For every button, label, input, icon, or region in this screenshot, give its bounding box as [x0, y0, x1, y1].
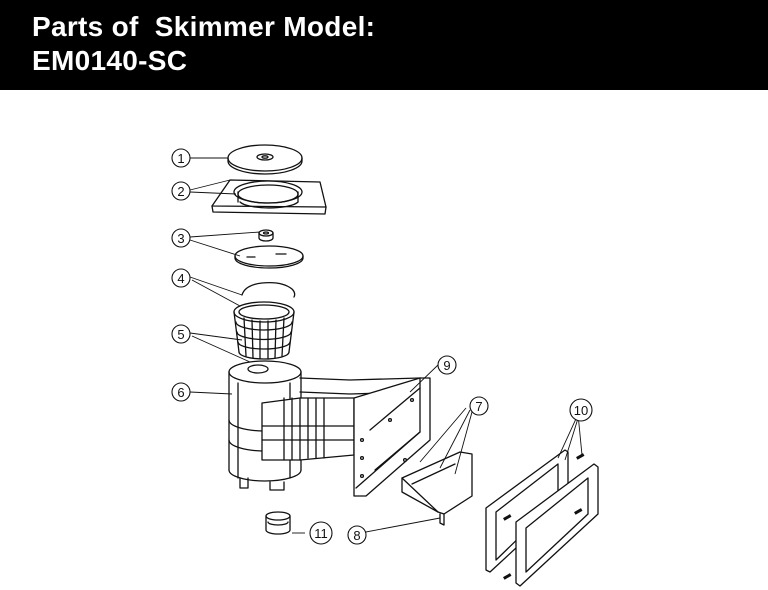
- callout-6: 6: [177, 385, 184, 400]
- callout-2-circle: [171, 181, 191, 201]
- callouts: [171, 148, 593, 545]
- callout-7-circle: [469, 396, 489, 416]
- part-weir: [401, 451, 473, 526]
- callout-9: 9: [443, 358, 450, 373]
- page-title: Parts of Skimmer Model:: [32, 11, 376, 42]
- model-number: EM0140-SC: [32, 45, 188, 76]
- callout-4: 4: [177, 271, 184, 286]
- part-collar: [211, 179, 327, 215]
- callout-9-circle: [437, 355, 457, 375]
- header-bar: Parts of Skimmer Model: EM0140-SC: [0, 0, 768, 90]
- callout-8-circle: [347, 525, 367, 545]
- part-valve: [234, 229, 304, 269]
- callout-3: 3: [177, 231, 184, 246]
- callout-7: 7: [475, 399, 482, 414]
- callout-3-circle: [171, 228, 191, 248]
- callout-5: 5: [177, 327, 184, 342]
- callout-5-circle: [171, 324, 191, 344]
- callout-8: 8: [353, 528, 360, 543]
- part-basket: [233, 281, 296, 360]
- callout-4-circle: [171, 268, 191, 288]
- part-lid: [227, 144, 303, 175]
- callout-10-circle: [569, 398, 593, 422]
- callout-11-circle: [309, 521, 333, 545]
- callout-10: 10: [574, 403, 588, 418]
- callout-2: 2: [177, 184, 184, 199]
- skimmer-exploded-diagram: 1 2 3 4 5 6 7 8 9 10 11: [171, 144, 599, 587]
- part-adapter: [265, 511, 291, 535]
- part-throat: [261, 377, 431, 497]
- callout-6-circle: [171, 382, 191, 402]
- callout-11: 11: [314, 526, 328, 541]
- callout-1-circle: [171, 148, 191, 168]
- part-faceplate: [485, 449, 599, 587]
- callout-1: 1: [177, 151, 184, 166]
